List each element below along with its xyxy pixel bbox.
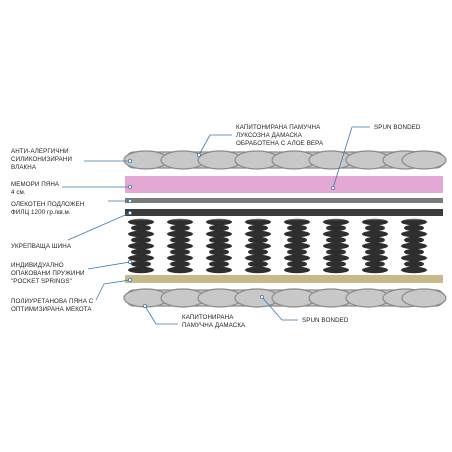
pocket-springs-layer bbox=[128, 218, 427, 274]
pu-foam-layer bbox=[125, 275, 443, 283]
label-bottom-fabric: КАПИТОНИРАНА ПАМУЧНА ДАМАСКА bbox=[182, 314, 246, 329]
label-memory-foam: МЕМОРИ ПЯНА 4 см. bbox=[11, 181, 60, 196]
label-reinforcing-bar: УКРЕПВАЩА ШИНА bbox=[11, 243, 72, 250]
reinforcing-bar-layer bbox=[125, 209, 443, 216]
label-spun-bonded-bottom: SPUN BONDED bbox=[302, 317, 349, 324]
top-quilted-fabric-layer bbox=[123, 150, 447, 170]
felt-layer bbox=[125, 198, 443, 203]
label-spun-bonded-top: SPUN BONDED bbox=[374, 124, 421, 131]
leader-lines bbox=[62, 126, 370, 325]
memory-foam-layer bbox=[125, 176, 443, 193]
label-pu-foam: ПОЛИУРЕТАНОВА ПЯНА С ОПТИМИЗИРАНА МЕКОТА bbox=[11, 298, 94, 313]
label-pocket-springs: ИНДИВИДУАЛНО ОПАКОВАНИ ПРУЖИНИ "POCKET S… bbox=[11, 262, 85, 285]
label-felt: ОЛЕКОТЕН ПОДЛОЖЕН ФИЛЦ 1200 гр./кв.м. bbox=[11, 201, 85, 216]
bottom-quilted-fabric-layer bbox=[123, 288, 447, 308]
label-top-fabric: КАПИТОНИРАНА ПАМУЧНА ЛУКСОЗНА ДАМАСКА ОБ… bbox=[236, 124, 324, 147]
label-anti-allergic-fiber: АНТИ-АЛЕРГИЧНИ СИЛИКОНИЗИРАНИ ВЛАКНА bbox=[11, 148, 73, 171]
